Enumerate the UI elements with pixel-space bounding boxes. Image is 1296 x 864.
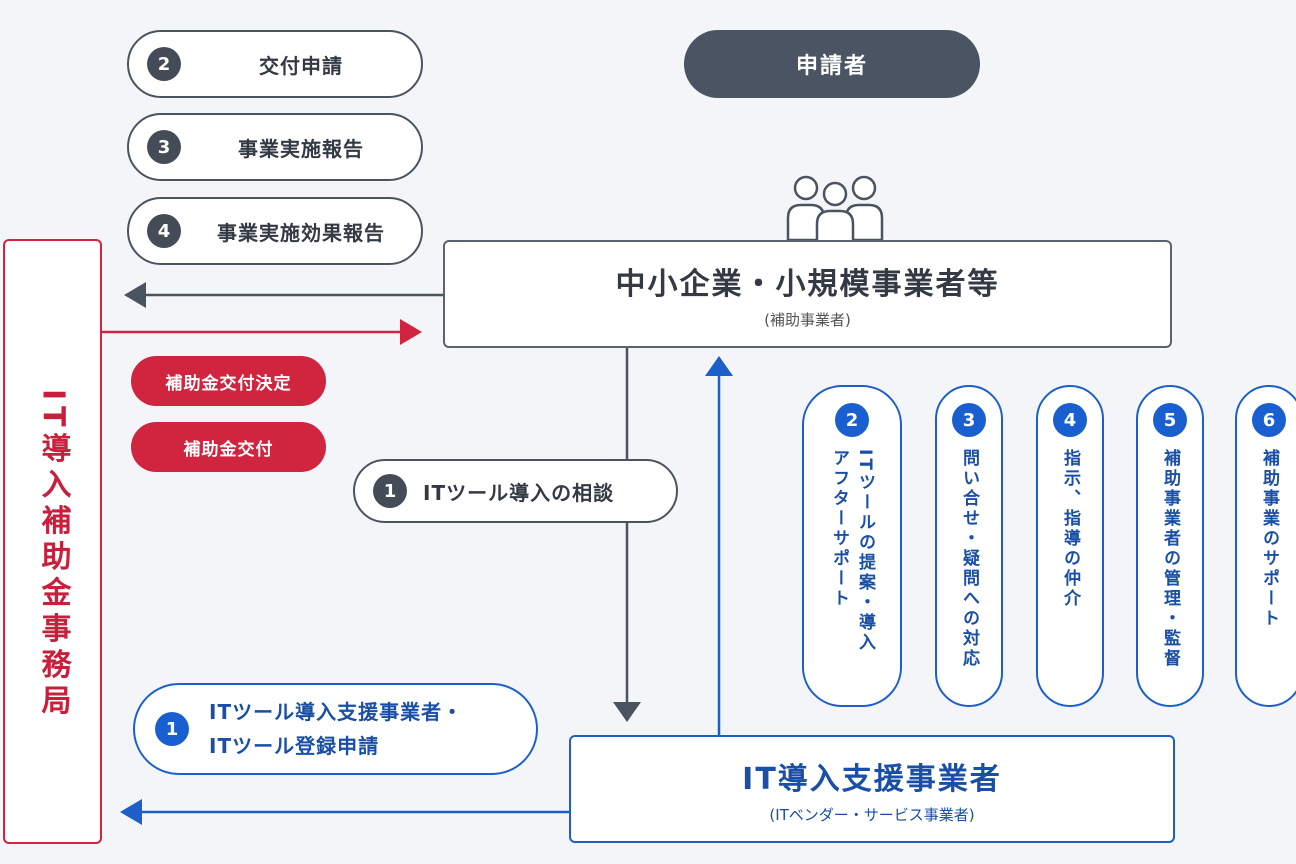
support-arrowhead xyxy=(705,356,733,376)
support-column-2: 2 ITツールの提案・導入 アフターサポート xyxy=(802,385,902,707)
vendor-title: IT導入支援事業者 xyxy=(742,761,1002,797)
support-number-badge: 5 xyxy=(1153,403,1187,437)
applicant-label: 申請者 xyxy=(684,30,980,98)
report-arrowhead xyxy=(124,282,146,308)
vendor-subtitle: (ITベンダー・サービス事業者) xyxy=(769,805,975,824)
step-label: 事業実施報告 xyxy=(238,136,364,161)
people-icon xyxy=(786,175,884,247)
support-column-4: 4 指示、指導の仲介 xyxy=(1036,385,1104,707)
support-column-3: 3 問い合せ・疑問への対応 xyxy=(935,385,1003,707)
sme-title: 中小企業・小規模事業者等 xyxy=(615,266,1000,302)
consult-number-badge: 1 xyxy=(373,474,407,508)
grant-payment-pill: 補助金交付 xyxy=(131,422,326,472)
support-number-badge: 4 xyxy=(1053,403,1087,437)
sme-subtitle: (補助事業者) xyxy=(764,310,851,329)
step-label: 事業実施効果報告 xyxy=(217,220,385,245)
vendor-box: IT導入支援事業者 (ITベンダー・サービス事業者) xyxy=(569,735,1175,843)
grant-arrowhead xyxy=(400,319,422,345)
registration-line-2: ITツール登録申請 xyxy=(209,734,380,758)
support-text: ITツールの提案・導入 アフターサポート xyxy=(829,449,875,653)
office-box: IT導入補助金事務局 xyxy=(3,239,102,844)
consult-label: ITツール導入の相談 xyxy=(423,480,615,505)
step-number-badge: 2 xyxy=(147,47,181,81)
support-number-badge: 3 xyxy=(952,403,986,437)
step-number-badge: 4 xyxy=(147,214,181,248)
support-number-badge: 6 xyxy=(1252,403,1286,437)
registration-pill: 1 ITツール導入支援事業者・ ITツール登録申請 xyxy=(133,683,538,775)
support-text: 問い合せ・疑問への対応 xyxy=(959,449,979,669)
step-4-pill: 4 事業実施効果報告 xyxy=(127,197,423,265)
step-number-badge: 3 xyxy=(147,130,181,164)
registration-line-1: ITツール導入支援事業者・ xyxy=(209,700,464,724)
support-number-badge: 2 xyxy=(835,403,869,437)
step-3-pill: 3 事業実施報告 xyxy=(127,113,423,181)
sme-box: 中小企業・小規模事業者等 (補助事業者) xyxy=(443,240,1172,348)
support-text: 補助事業者の管理・監督 xyxy=(1160,449,1180,669)
support-text: 指示、指導の仲介 xyxy=(1060,449,1080,609)
step-2-pill: 2 交付申請 xyxy=(127,30,423,98)
support-text: 補助事業のサポート xyxy=(1259,449,1279,629)
consult-pill: 1 ITツール導入の相談 xyxy=(353,459,678,523)
step-label: 交付申請 xyxy=(259,53,343,78)
grant-decision-pill: 補助金交付決定 xyxy=(131,356,326,406)
registration-number-badge: 1 xyxy=(155,712,189,746)
office-label: IT導入補助金事務局 xyxy=(35,389,71,721)
support-column-6: 6 補助事業のサポート xyxy=(1235,385,1296,707)
registration-arrowhead xyxy=(120,799,142,825)
support-column-5: 5 補助事業者の管理・監督 xyxy=(1136,385,1204,707)
consult-arrowhead xyxy=(613,702,641,722)
